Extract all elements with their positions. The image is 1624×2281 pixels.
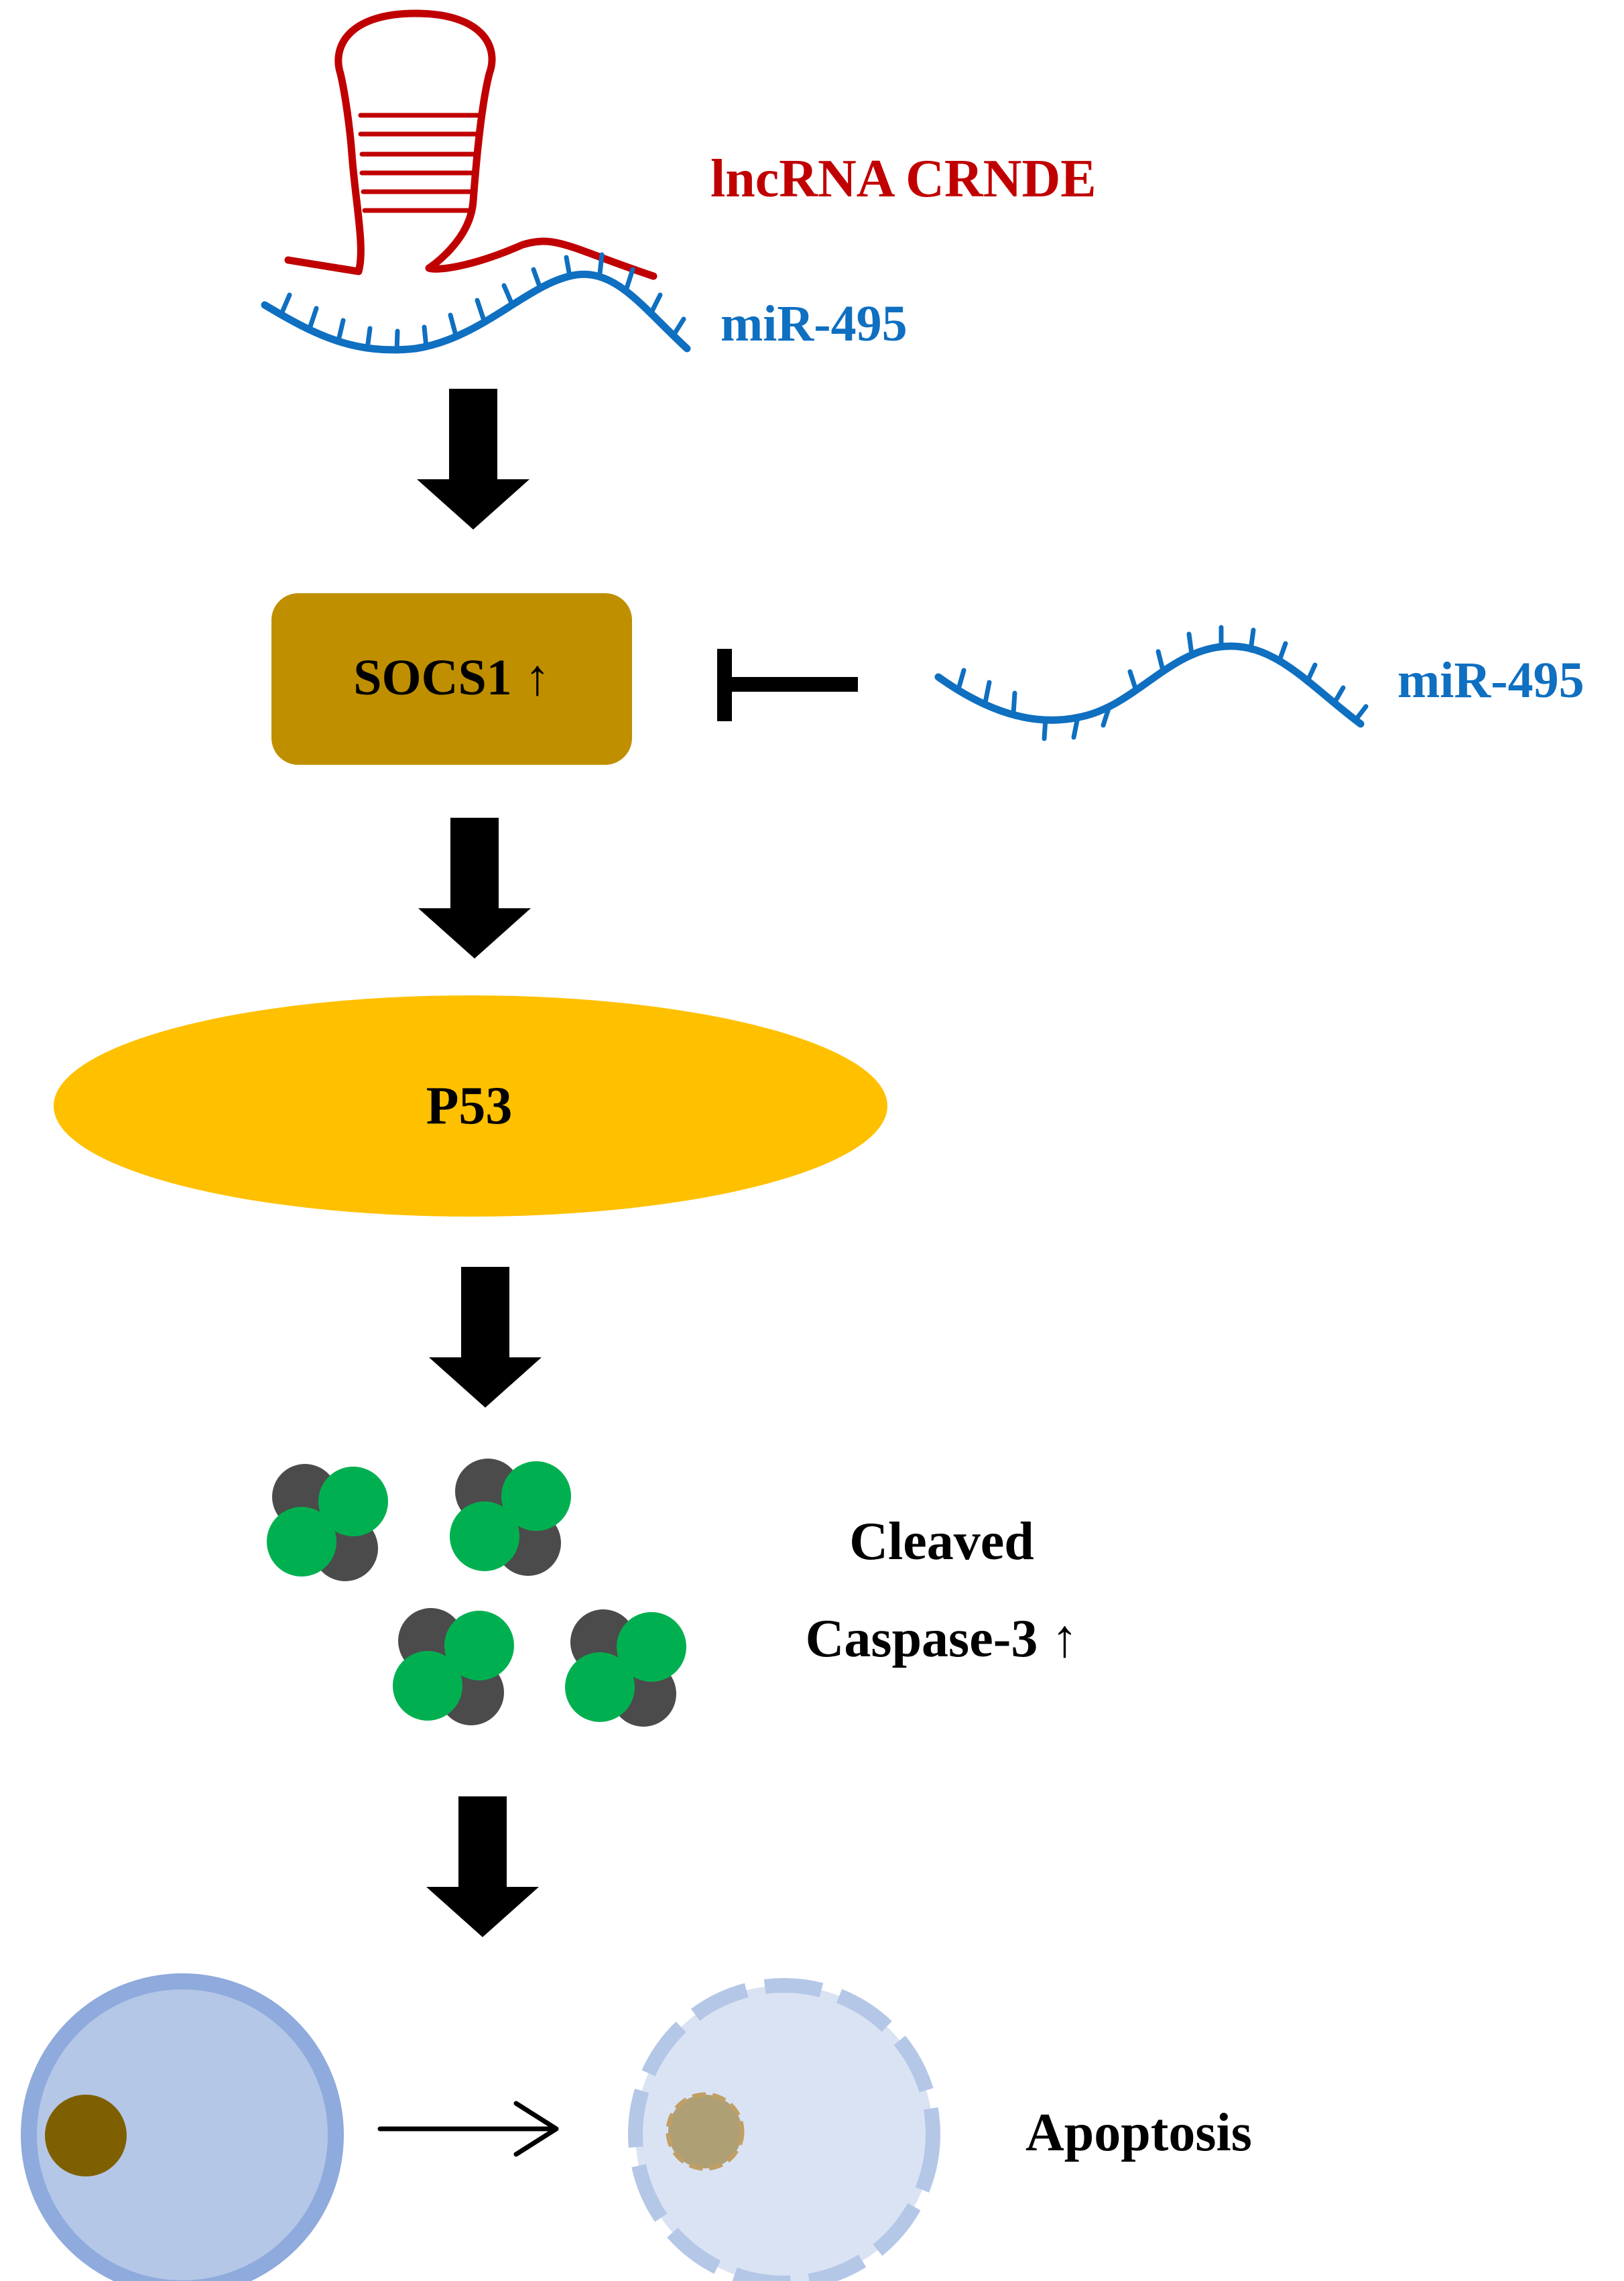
mir-495-teeth-right bbox=[956, 625, 1369, 741]
mir-495-strand-top bbox=[261, 252, 691, 354]
caspase-cluster-1 bbox=[267, 1464, 388, 1581]
caspase-cluster-3 bbox=[393, 1608, 514, 1725]
healthy-cell bbox=[21, 1973, 344, 2281]
socs1-label: SOCS1 ↑ bbox=[353, 650, 550, 706]
p53-ellipse bbox=[54, 995, 887, 1217]
socs1-box bbox=[271, 593, 632, 765]
cleaved-caspase-label-line2: Caspase-3 ↑ bbox=[805, 1609, 1078, 1668]
down-arrow-1 bbox=[417, 389, 529, 530]
cleaved-caspase-label-line1: Cleaved bbox=[849, 1512, 1034, 1571]
apoptosis-label: Apoptosis bbox=[1025, 2103, 1252, 2162]
down-arrow-4 bbox=[426, 1796, 539, 1937]
inhibition-symbol bbox=[717, 649, 858, 721]
mir-495-top-label: miR-495 bbox=[721, 296, 908, 352]
lncrna-crnde-label: lncRNA CRNDE bbox=[710, 149, 1097, 208]
down-arrow-2 bbox=[418, 818, 531, 959]
caspase-cluster-4 bbox=[565, 1609, 686, 1727]
mir-495-teeth-top bbox=[279, 252, 686, 354]
caspase-cluster-2 bbox=[450, 1459, 571, 1576]
transition-arrow bbox=[377, 2101, 559, 2157]
mir-495-right-label: miR-495 bbox=[1397, 652, 1584, 708]
hairpin-rungs bbox=[358, 113, 483, 213]
fragmented-nucleus bbox=[666, 2092, 745, 2171]
down-arrow-3 bbox=[429, 1267, 542, 1408]
p53-label: P53 bbox=[426, 1076, 513, 1135]
lncrna-crnde-hairpin bbox=[284, 9, 658, 280]
cell-nucleus bbox=[45, 2095, 127, 2176]
mir-495-strand-right bbox=[934, 625, 1369, 741]
apoptotic-cell bbox=[628, 1978, 940, 2281]
